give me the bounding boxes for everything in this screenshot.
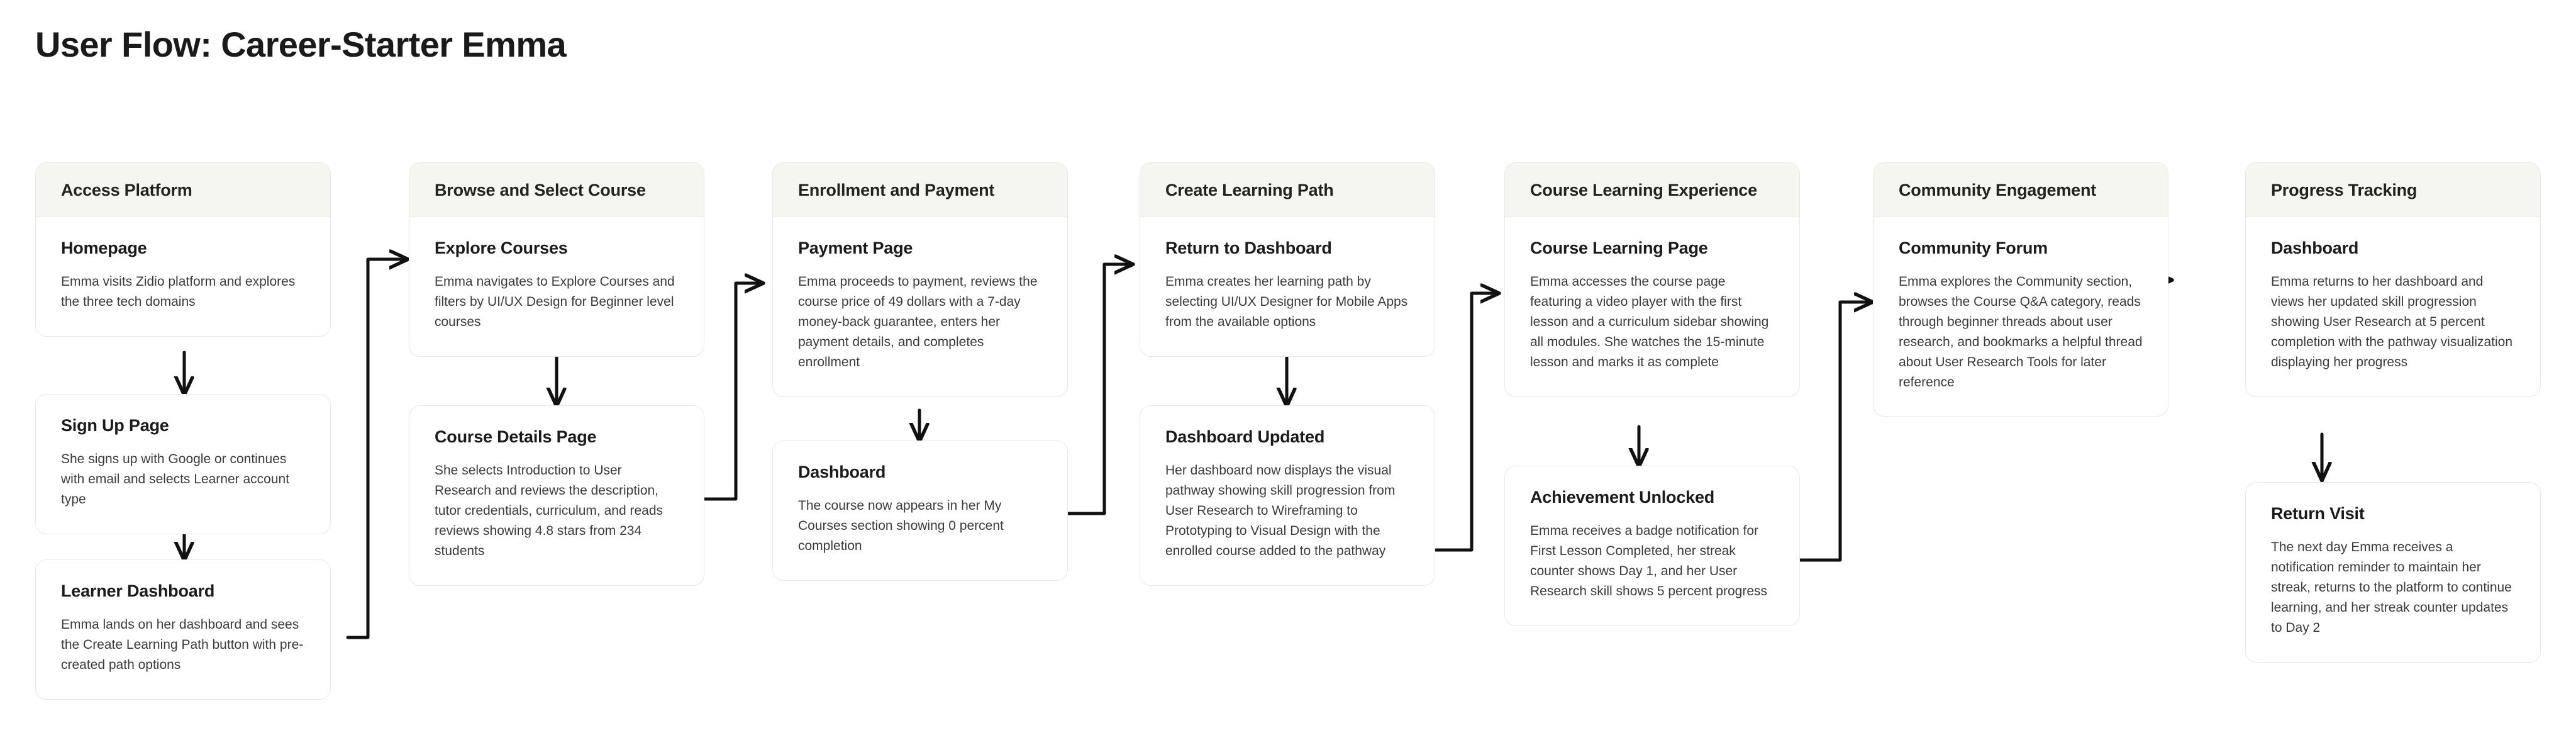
column-header-title: Access Platform bbox=[61, 181, 192, 199]
flow-card-body: Course Details Page She selects Introduc… bbox=[409, 406, 704, 585]
column-header-enrollment-and-payment: Enrollment and Payment bbox=[773, 163, 1067, 217]
flow-card-sign-up-page[interactable]: Sign Up Page She signs up with Google or… bbox=[35, 394, 331, 534]
flow-card-title: Dashboard bbox=[798, 463, 886, 481]
flow-card-progress-dashboard[interactable]: Progress Tracking Dashboard Emma returns… bbox=[2245, 162, 2541, 397]
flow-card-payment-page[interactable]: Enrollment and Payment Payment Page Emma… bbox=[772, 162, 1068, 397]
flow-card-description: Emma accesses the course page featuring … bbox=[1530, 274, 1769, 369]
flow-card-course-details-page[interactable]: Course Details Page She selects Introduc… bbox=[409, 405, 704, 586]
flow-card-description: Emma visits Zidio platform and explores … bbox=[61, 274, 296, 309]
flow-card-description: Her dashboard now displays the visual pa… bbox=[1165, 463, 1396, 558]
flow-card-description: Emma navigates to Explore Courses and fi… bbox=[435, 274, 675, 329]
flow-card-body: Learner Dashboard Emma lands on her dash… bbox=[36, 560, 330, 699]
flow-card-title: Payment Page bbox=[798, 239, 913, 257]
flow-card-description: The next day Emma receives a notificatio… bbox=[2271, 540, 2512, 635]
column-header-access-platform: Access Platform bbox=[36, 163, 330, 217]
flow-card-title: Sign Up Page bbox=[61, 416, 169, 435]
column-header-title: Enrollment and Payment bbox=[798, 181, 995, 199]
column-header-title: Course Learning Experience bbox=[1530, 181, 1757, 199]
column-header-community-engagement: Community Engagement bbox=[1874, 163, 2168, 217]
flow-card-return-visit[interactable]: Return Visit The next day Emma receives … bbox=[2245, 482, 2541, 663]
flow-card-body: Achievement Unlocked Emma receives a bad… bbox=[1505, 466, 1799, 626]
flow-card-explore-courses[interactable]: Browse and Select Course Explore Courses… bbox=[409, 162, 704, 357]
flow-card-achievement-unlocked[interactable]: Achievement Unlocked Emma receives a bad… bbox=[1504, 466, 1800, 626]
flow-card-body: Community Forum Emma explores the Commun… bbox=[1874, 217, 2168, 416]
flow-card-title: Return to Dashboard bbox=[1165, 239, 1332, 257]
flow-card-title: Dashboard bbox=[2271, 239, 2359, 257]
flow-card-description: Emma explores the Community section, bro… bbox=[1899, 274, 2143, 390]
flow-card-title: Learner Dashboard bbox=[61, 581, 215, 600]
flow-card-title: Achievement Unlocked bbox=[1530, 488, 1715, 507]
flow-card-body: Dashboard Emma returns to her dashboard … bbox=[2246, 217, 2540, 396]
flow-card-learner-dashboard[interactable]: Learner Dashboard Emma lands on her dash… bbox=[35, 559, 331, 700]
flow-card-title: Return Visit bbox=[2271, 504, 2365, 523]
column-header-course-learning-experience: Course Learning Experience bbox=[1505, 163, 1799, 217]
flow-card-dashboard-enrollment[interactable]: Dashboard The course now appears in her … bbox=[772, 441, 1068, 581]
flow-card-body: Dashboard Updated Her dashboard now disp… bbox=[1140, 406, 1435, 585]
flow-card-description: The course now appears in her My Courses… bbox=[798, 498, 1004, 553]
column-header-title: Create Learning Path bbox=[1165, 181, 1334, 199]
flow-card-course-learning-page[interactable]: Course Learning Experience Course Learni… bbox=[1504, 162, 1800, 397]
column-header-title: Community Engagement bbox=[1899, 181, 2097, 199]
flow-card-body: Return Visit The next day Emma receives … bbox=[2246, 483, 2540, 662]
flow-card-description: Emma returns to her dashboard and views … bbox=[2271, 274, 2513, 369]
flow-card-title: Dashboard Updated bbox=[1165, 427, 1325, 446]
flow-card-title: Community Forum bbox=[1899, 239, 2048, 257]
flow-card-description: She selects Introduction to User Researc… bbox=[435, 463, 663, 558]
column-header-title: Progress Tracking bbox=[2271, 181, 2418, 199]
flow-card-body: Sign Up Page She signs up with Google or… bbox=[36, 395, 330, 534]
flow-card-homepage[interactable]: Access Platform Homepage Emma visits Zid… bbox=[35, 162, 331, 337]
flow-card-title: Course Details Page bbox=[435, 427, 597, 446]
flow-card-body: Payment Page Emma proceeds to payment, r… bbox=[773, 217, 1067, 396]
flow-card-title: Homepage bbox=[61, 239, 147, 257]
flow-card-body: Dashboard The course now appears in her … bbox=[773, 441, 1067, 580]
flow-card-description: Emma receives a badge notification for F… bbox=[1530, 524, 1767, 598]
flow-card-description: Emma lands on her dashboard and sees the… bbox=[61, 617, 304, 672]
flow-card-body: Explore Courses Emma navigates to Explor… bbox=[409, 217, 704, 356]
flow-card-description: She signs up with Google or continues wi… bbox=[61, 452, 290, 507]
flow-card-return-to-dashboard[interactable]: Create Learning Path Return to Dashboard… bbox=[1140, 162, 1435, 357]
flow-card-dashboard-updated[interactable]: Dashboard Updated Her dashboard now disp… bbox=[1140, 405, 1435, 586]
flow-card-body: Return to Dashboard Emma creates her lea… bbox=[1140, 217, 1435, 356]
flow-card-title: Explore Courses bbox=[435, 239, 568, 257]
column-header-create-learning-path: Create Learning Path bbox=[1140, 163, 1435, 217]
flow-card-community-forum[interactable]: Community Engagement Community Forum Emm… bbox=[1873, 162, 2168, 417]
column-header-progress-tracking: Progress Tracking bbox=[2246, 163, 2540, 217]
page-title: User Flow: Career-Starter Emma bbox=[35, 25, 567, 64]
flow-card-body: Course Learning Page Emma accesses the c… bbox=[1505, 217, 1799, 396]
flow-card-description: Emma proceeds to payment, reviews the co… bbox=[798, 274, 1038, 369]
flow-card-title: Course Learning Page bbox=[1530, 239, 1708, 257]
flow-card-description: Emma creates her learning path by select… bbox=[1165, 274, 1408, 329]
column-header-browse-and-select-course: Browse and Select Course bbox=[409, 163, 704, 217]
flow-card-body: Homepage Emma visits Zidio platform and … bbox=[36, 217, 330, 336]
column-header-title: Browse and Select Course bbox=[435, 181, 646, 199]
